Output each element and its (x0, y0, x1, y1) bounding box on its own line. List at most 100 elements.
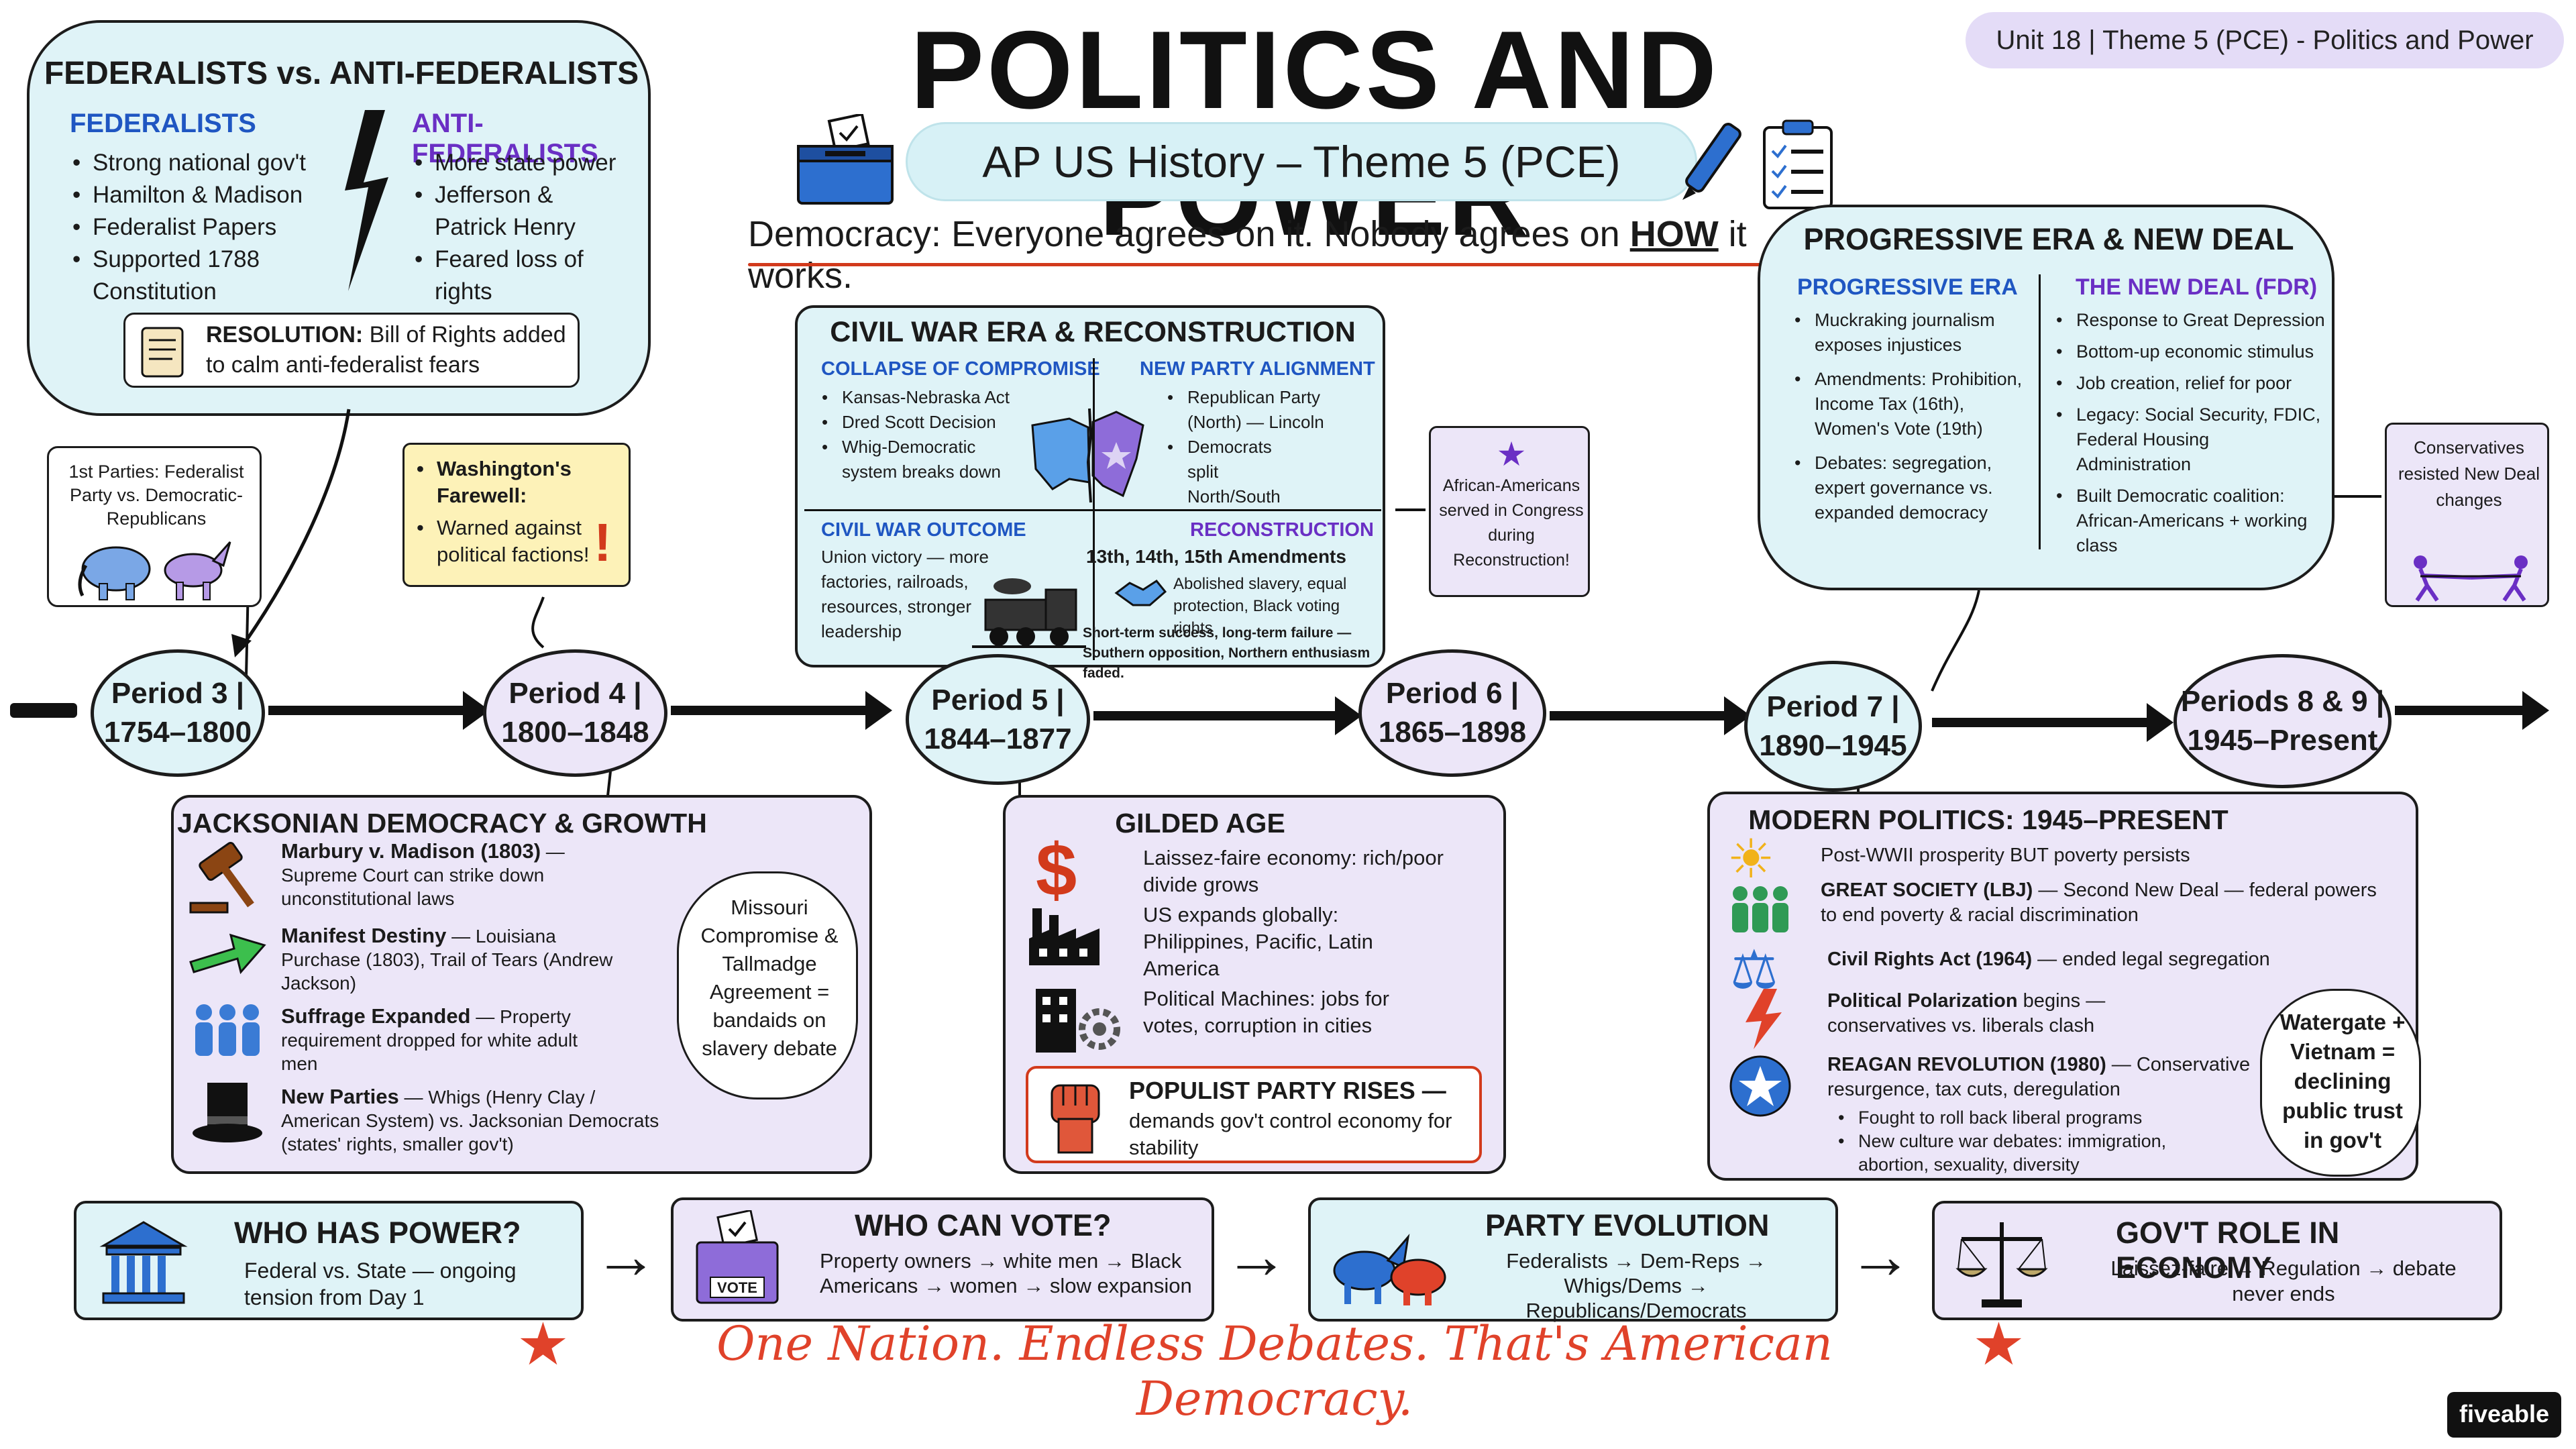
polarization: Political Polarization begins — conserva… (1827, 990, 2106, 1036)
divider (2039, 274, 2041, 549)
list-item: New culture war debates: immigration, ab… (1834, 1130, 2230, 1177)
party-evolution-box: PARTY EVOLUTION Federalists → Dem-Reps →… (1308, 1197, 1838, 1322)
jacksonian-box: JACKSONIAN DEMOCRACY & GROWTH Marbury v.… (171, 795, 872, 1174)
capitol-icon (99, 1221, 188, 1304)
african-americans-text: African-Americans served in Congress dur… (1439, 476, 1584, 570)
progressive-title: PROGRESSIVE ERA & NEW DEAL (1803, 222, 2294, 256)
tagline: Democracy: Everyone agrees on it. Nobody… (748, 214, 1747, 296)
arrow-right-icon (189, 933, 266, 975)
reagan: REAGAN REVOLUTION (1980) — Conservative … (1827, 1054, 2251, 1100)
us-map-icon (1031, 408, 1144, 503)
scroll-icon (141, 327, 184, 378)
african-americans-box: ★ African-Americans served in Congress d… (1429, 426, 1590, 597)
jacksonian-title: JACKSONIAN DEMOCRACY & GROWTH (177, 808, 707, 839)
resolution-text: RESOLUTION: Bill of Rights added to calm… (206, 322, 566, 378)
fed-list: Strong national gov't Hamilton & Madison… (68, 147, 350, 308)
star-icon: ★ (517, 1311, 570, 1377)
clipboard-icon (1763, 119, 1833, 209)
missouri-text: Missouri Compromise & Tallmadge Agreemen… (700, 896, 839, 1060)
party-list: Republican Party (North) — Lincoln Democ… (1163, 385, 1378, 509)
timeline-arrow (671, 691, 892, 730)
vote-label: VOTE (717, 1279, 757, 1296)
collapse-heading: COLLAPSE OF COMPROMISE (821, 358, 1100, 380)
conservatives-box: Conservatives resisted New Deal changes (2385, 423, 2549, 607)
periods-8-9-node: Periods 8 & 9 |1945–Present (2174, 654, 2392, 788)
period-3-node: Period 3 |1754–1800 (91, 649, 265, 777)
list-item: Amendments: Prohibition, Income Tax (16t… (1790, 367, 2039, 441)
civil-rights: Civil Rights Act (1964) — ended legal se… (1827, 949, 2270, 970)
list-item: Hamilton & Madison (68, 179, 350, 211)
top-hat-icon (193, 1083, 262, 1142)
list-item: Built Democratic coalition: African-Amer… (2052, 484, 2327, 558)
tug-of-war-icon (2414, 555, 2528, 602)
first-parties-text: 1st Parties: Federalist Party vs. Democr… (68, 462, 244, 529)
pen-icon (1682, 123, 1741, 200)
dollar-icon: $ (1036, 829, 1077, 912)
gilded-title: GILDED AGE (1115, 808, 1285, 839)
washington-title: Washington's Farewell: (413, 455, 600, 509)
deal-heading: THE NEW DEAL (FDR) (2076, 274, 2318, 300)
divider (804, 509, 1381, 511)
populist-title: POPULIST PARTY RISES — (1129, 1077, 1446, 1104)
gavel-icon (189, 841, 254, 914)
party-evolution-title: PARTY EVOLUTION (1485, 1208, 1770, 1242)
who-can-vote-box: VOTE WHO CAN VOTE? Property owners → whi… (671, 1197, 1214, 1322)
progressive-cloud: PROGRESSIVE ERA & NEW DEAL PROGRESSIVE E… (1758, 205, 2334, 590)
jacksonian-item: Suffrage Expanded — Property requirement… (281, 1004, 578, 1074)
anti-list: More state power Jefferson & Patrick Hen… (411, 147, 632, 308)
recon-text: Abolished slavery, equal protection, Bla… (1173, 575, 1347, 637)
list-item: Strong national gov't (68, 147, 350, 179)
donkey-elephant-icon (1333, 1234, 1446, 1305)
period-5-node: Period 5 |1844–1877 (906, 654, 1090, 785)
jacksonian-item: New Parties — Whigs (Henry Clay / Americ… (281, 1085, 659, 1155)
federalists-cloud: FEDERALISTS vs. ANTI-FEDERALISTS FEDERAL… (27, 20, 651, 416)
collapse-list: Kansas-Nebraska Act Dred Scott Decision … (818, 385, 1039, 484)
jacksonian-item: Manifest Destiny — Louisiana Purchase (1… (281, 924, 613, 994)
list-item: Republican Party (North) — Lincoln (1163, 385, 1378, 435)
list-item: Feared loss of rights (411, 244, 632, 308)
ballot-box-icon (696, 1210, 779, 1304)
lightning-icon (345, 110, 388, 291)
jacksonian-item: Marbury v. Madison (1803) — Supreme Cour… (281, 839, 565, 909)
populist-text: demands gov't control economy for stabil… (1129, 1109, 1452, 1159)
list-item: More state power (411, 147, 632, 179)
list-item: Democrats split North/South (1163, 435, 1304, 509)
who-can-vote-title: WHO CAN VOTE? (855, 1208, 1112, 1242)
list-item: Legacy: Social Security, FDIC, Federal H… (2052, 402, 2327, 477)
unit-tag: Unit 18 | Theme 5 (PCE) - Politics and P… (1966, 12, 2564, 68)
prog-heading: PROGRESSIVE ERA (1797, 274, 2018, 300)
washington-box: Washington's Farewell: Warned against po… (402, 443, 631, 587)
timeline-arrow (268, 691, 490, 730)
populist-box: POPULIST PARTY RISES — demands gov't con… (1026, 1066, 1482, 1163)
recon-footer: Short-term success, long-term failure — … (1083, 625, 1371, 681)
civil-war-title: CIVIL WAR ERA & RECONSTRUCTION (830, 316, 1356, 348)
flow-arrow: → (1848, 1220, 1913, 1292)
period-7-node: Period 7 |1890–1945 (1744, 661, 1922, 792)
timeline-arrow (1093, 696, 1362, 735)
prog-list: Muckraking journalism exposes injustices… (1790, 308, 2039, 525)
washington-text: Warned against political factions! (413, 515, 600, 568)
deal-list: Response to Great Depression Bottom-up e… (2052, 308, 2327, 558)
train-icon (972, 578, 1086, 648)
outcome-text: Union victory — more factories, railroad… (821, 547, 989, 641)
who-has-power-box: WHO HAS POWER? Federal vs. State — ongoi… (74, 1201, 584, 1320)
govt-economy-title: GOV'T ROLE IN ECONOMY (2116, 1216, 2340, 1285)
gilded-item: Laissez-faire economy: rich/poor divide … (1143, 846, 1444, 896)
missouri-bubble: Missouri Compromise & Tallmadge Agreemen… (677, 871, 858, 1099)
who-can-vote-text: Property owners → white men → Black Amer… (820, 1249, 1192, 1297)
timeline-arrow (2395, 691, 2549, 730)
fed-heading: FEDERALISTS (70, 109, 256, 138)
period-6-node: Period 6 |1865–1898 (1358, 649, 1546, 777)
star-icon: ★ (1972, 1311, 2025, 1377)
flow-arrow: → (1224, 1220, 1289, 1292)
ballot-box-icon (797, 114, 894, 205)
who-has-power-title: WHO HAS POWER? (234, 1216, 521, 1250)
people-icon (195, 1004, 260, 1056)
list-item: Job creation, relief for poor (2052, 371, 2327, 396)
list-item: Jefferson & Patrick Henry (411, 179, 592, 244)
star-icon: ★ (1496, 435, 1527, 473)
fiveable-logo: fiveable (2447, 1392, 2561, 1438)
flow-arrow: → (594, 1220, 658, 1292)
timeline-start (10, 703, 77, 718)
list-item: Response to Great Depression (2052, 308, 2327, 333)
